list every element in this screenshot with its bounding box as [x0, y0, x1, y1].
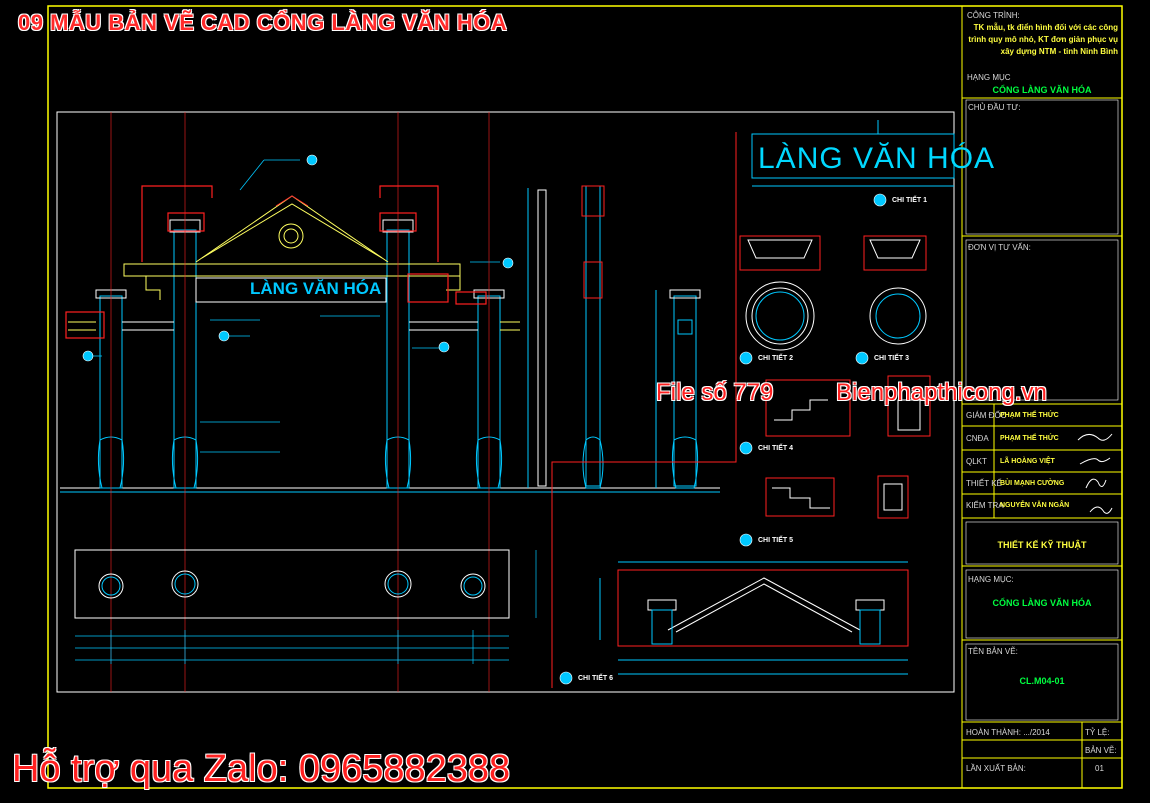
tb-role-2: CNĐA: [966, 434, 989, 443]
plan-dimensions: [75, 550, 537, 664]
tb-item-value-2: CỔNG LÀNG VĂN HÓA: [992, 598, 1092, 608]
tb-scale-label: TỶ LỆ:: [1085, 728, 1110, 737]
tb-role-3: QLKT: [966, 457, 987, 466]
tb-project-text: TK mẫu, tk điển hình đối với các công tr…: [968, 23, 1118, 56]
banner-zalo-support: Hỗ trợ qua Zalo: 0965882388: [12, 748, 511, 790]
banner-file-number: File số 779: [656, 379, 774, 406]
tb-owner-label: CHỦ ĐẦU TƯ:: [968, 103, 1021, 112]
gate-sign-text: LÀNG VĂN HÓA: [250, 279, 382, 298]
detail-6-roof: [599, 561, 909, 675]
section-cut-line: [551, 132, 737, 688]
detail-callouts: [65, 185, 487, 339]
detail-caption-6: CHI TIẾT 6: [578, 675, 614, 682]
tb-consult-label: ĐƠN VỊ TƯ VẤN:: [968, 243, 1031, 252]
gate-elevation: [60, 195, 720, 493]
tb-role-1: GIÁM ĐỐC: [966, 411, 1007, 420]
title-block-frame: [961, 5, 1123, 789]
details-1-5: [739, 235, 931, 519]
grid-lines: [110, 112, 490, 692]
tb-name-2: PHẠM THẾ THỨC: [1000, 435, 1059, 442]
banner-title: 09 MẪU BẢN VẼ CAD CỔNG LÀNG VĂN HÓA: [18, 10, 508, 35]
tb-drawing-code: CL.M04-01: [1019, 676, 1065, 686]
detail-caption-2: CHI TIẾT 2: [758, 355, 794, 362]
tb-item-value: CỔNG LÀNG VĂN HÓA: [992, 85, 1092, 95]
sign-detail: [751, 120, 955, 187]
tb-design-stage: THIẾT KẾ KỸ THUẬT: [997, 540, 1087, 550]
tb-drawing-name-label: TÊN BẢN VẼ:: [968, 647, 1018, 656]
banner-website[interactable]: Bienphapthicong.vn: [836, 379, 1047, 406]
sign-detail-text: LÀNG VĂN HÓA: [758, 142, 996, 175]
signatures: [1077, 433, 1113, 514]
tb-role-4: THIẾT KẾ: [966, 479, 1002, 488]
tb-completed: HOÀN THÀNH: .../2014: [966, 728, 1050, 737]
detail-caption-5: CHI TIẾT 5: [758, 537, 794, 544]
tb-role-5: KIỂM TRA: [966, 501, 1004, 510]
column-plan: [74, 549, 510, 619]
detail-caption-4: CHI TIẾT 4: [758, 445, 794, 452]
side-section: [527, 185, 701, 489]
detail-tags: [559, 193, 887, 685]
drawing-area-frame: [56, 111, 955, 693]
tb-project-label: CÔNG TRÌNH:: [967, 11, 1020, 20]
tb-item-label: HẠNG MỤC: [967, 73, 1011, 82]
tb-issue-label: LẦN XUẤT BẢN:: [966, 764, 1026, 773]
tb-issue-value: 01: [1095, 764, 1104, 773]
tb-name-4: BÙI MẠNH CƯỜNG: [1000, 480, 1065, 487]
tb-name-3: LÃ HOÀNG VIỆT: [1000, 458, 1055, 465]
tb-item-label-2: HẠNG MỤC:: [968, 575, 1014, 584]
detail-caption-1: CHI TIẾT 1: [892, 197, 928, 204]
tb-name-1: PHẠM THẾ THỨC: [1000, 412, 1059, 419]
tb-sheet-label: BẢN VẼ:: [1085, 746, 1117, 755]
tb-name-5: NGUYỄN VĂN NGÂN: [1000, 502, 1070, 509]
detail-caption-3: CHI TIẾT 3: [874, 355, 910, 362]
tag-bubbles: [82, 154, 514, 362]
